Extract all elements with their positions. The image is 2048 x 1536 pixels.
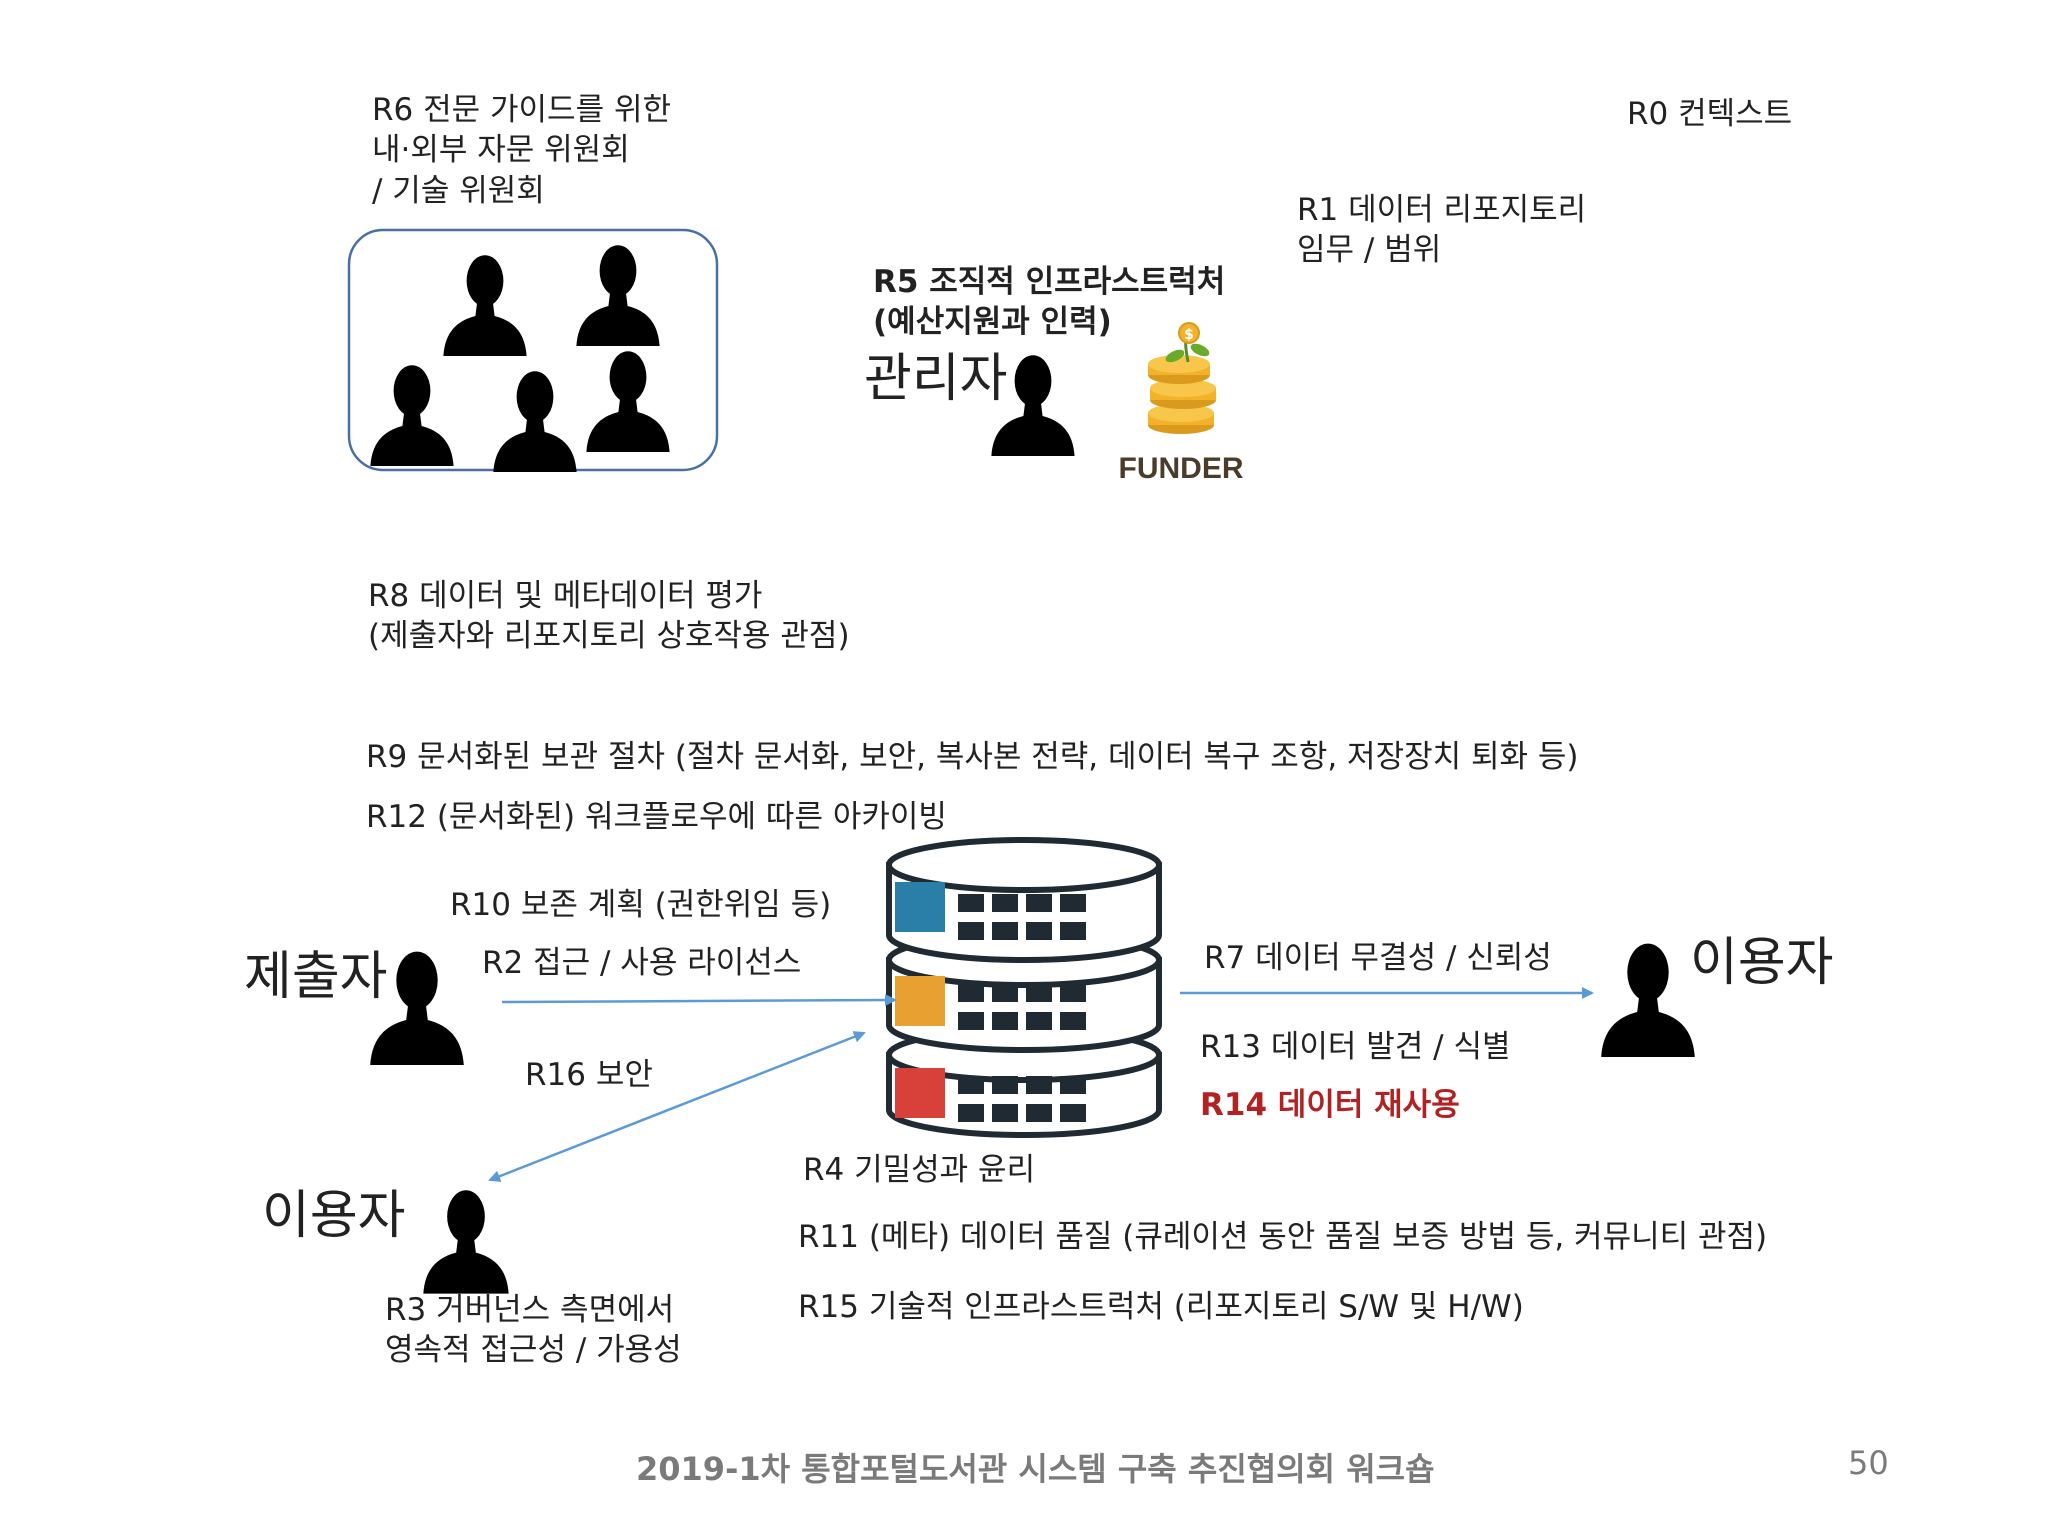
coin-symbol: $ bbox=[1184, 327, 1194, 343]
database-server-icon bbox=[886, 837, 1162, 1138]
funder-label: FUNDER bbox=[1119, 452, 1244, 485]
actor-submitter-label: 제출자 bbox=[244, 947, 388, 1007]
submitter-person-icon bbox=[370, 951, 464, 1065]
user-right-person-icon bbox=[1601, 943, 1695, 1057]
label-r6: R6 전문 가이드를 위한 내·외부 자문 위원회 / 기술 위원회 bbox=[372, 92, 671, 209]
user-left-person-icon bbox=[423, 1190, 509, 1294]
label-r13: R13 데이터 발견 / 식별 bbox=[1200, 1029, 1511, 1065]
committee-group bbox=[347, 228, 719, 472]
manager-person-icon bbox=[991, 355, 1075, 456]
money-plant-icon: $ bbox=[1148, 322, 1216, 434]
actor-user-right-label: 이용자 bbox=[1690, 933, 1834, 993]
label-r10: R10 보존 계획 (권한위임 등) bbox=[450, 887, 832, 923]
server-disk-1-indicator bbox=[895, 882, 945, 932]
label-r3: R3 거버넌스 측면에서 영속적 접근성 / 가용성 bbox=[385, 1292, 682, 1369]
label-r15: R15 기술적 인프라스트럭처 (리포지토리 S/W 및 H/W) bbox=[798, 1289, 1524, 1325]
footer-title: 2019-1차 통합포털도서관 시스템 구축 추진협의회 워크숍 bbox=[636, 1450, 1435, 1488]
arrow-user-repository-bidirectional bbox=[488, 1031, 866, 1182]
label-r0: R0 컨텍스트 bbox=[1627, 96, 1793, 132]
label-r12: R12 (문서화된) 워크플로우에 따른 아카이빙 bbox=[366, 799, 947, 835]
page-number: 50 bbox=[1848, 1444, 1889, 1482]
actor-manager-label: 관리자 bbox=[864, 349, 1008, 409]
server-disk-2-indicator bbox=[895, 976, 945, 1026]
label-r8: R8 데이터 및 메타데이터 평가 (제출자와 리포지토리 상호작용 관점) bbox=[368, 578, 850, 655]
label-r9: R9 문서화된 보관 절차 (절차 문서화, 보안, 복사본 전략, 데이터 복… bbox=[366, 739, 1579, 775]
server-disk-3-indicator bbox=[895, 1068, 945, 1118]
label-r14: R14 데이터 재사용 bbox=[1200, 1087, 1460, 1123]
label-r4: R4 기밀성과 윤리 bbox=[803, 1152, 1036, 1188]
label-r5: R5 조직적 인프라스트럭처 (예산지원과 인력) bbox=[873, 264, 1226, 341]
label-r2: R2 접근 / 사용 라이선스 bbox=[482, 945, 802, 981]
label-r11: R11 (메타) 데이터 품질 (큐레이션 동안 품질 보증 방법 등, 커뮤니… bbox=[798, 1219, 1768, 1255]
arrow-submitter-to-repository bbox=[501, 994, 897, 1007]
actor-user-left-label: 이용자 bbox=[262, 1186, 406, 1246]
label-r7: R7 데이터 무결성 / 신뢰성 bbox=[1204, 940, 1552, 976]
label-r1: R1 데이터 리포지토리 임무 / 범위 bbox=[1297, 192, 1587, 269]
